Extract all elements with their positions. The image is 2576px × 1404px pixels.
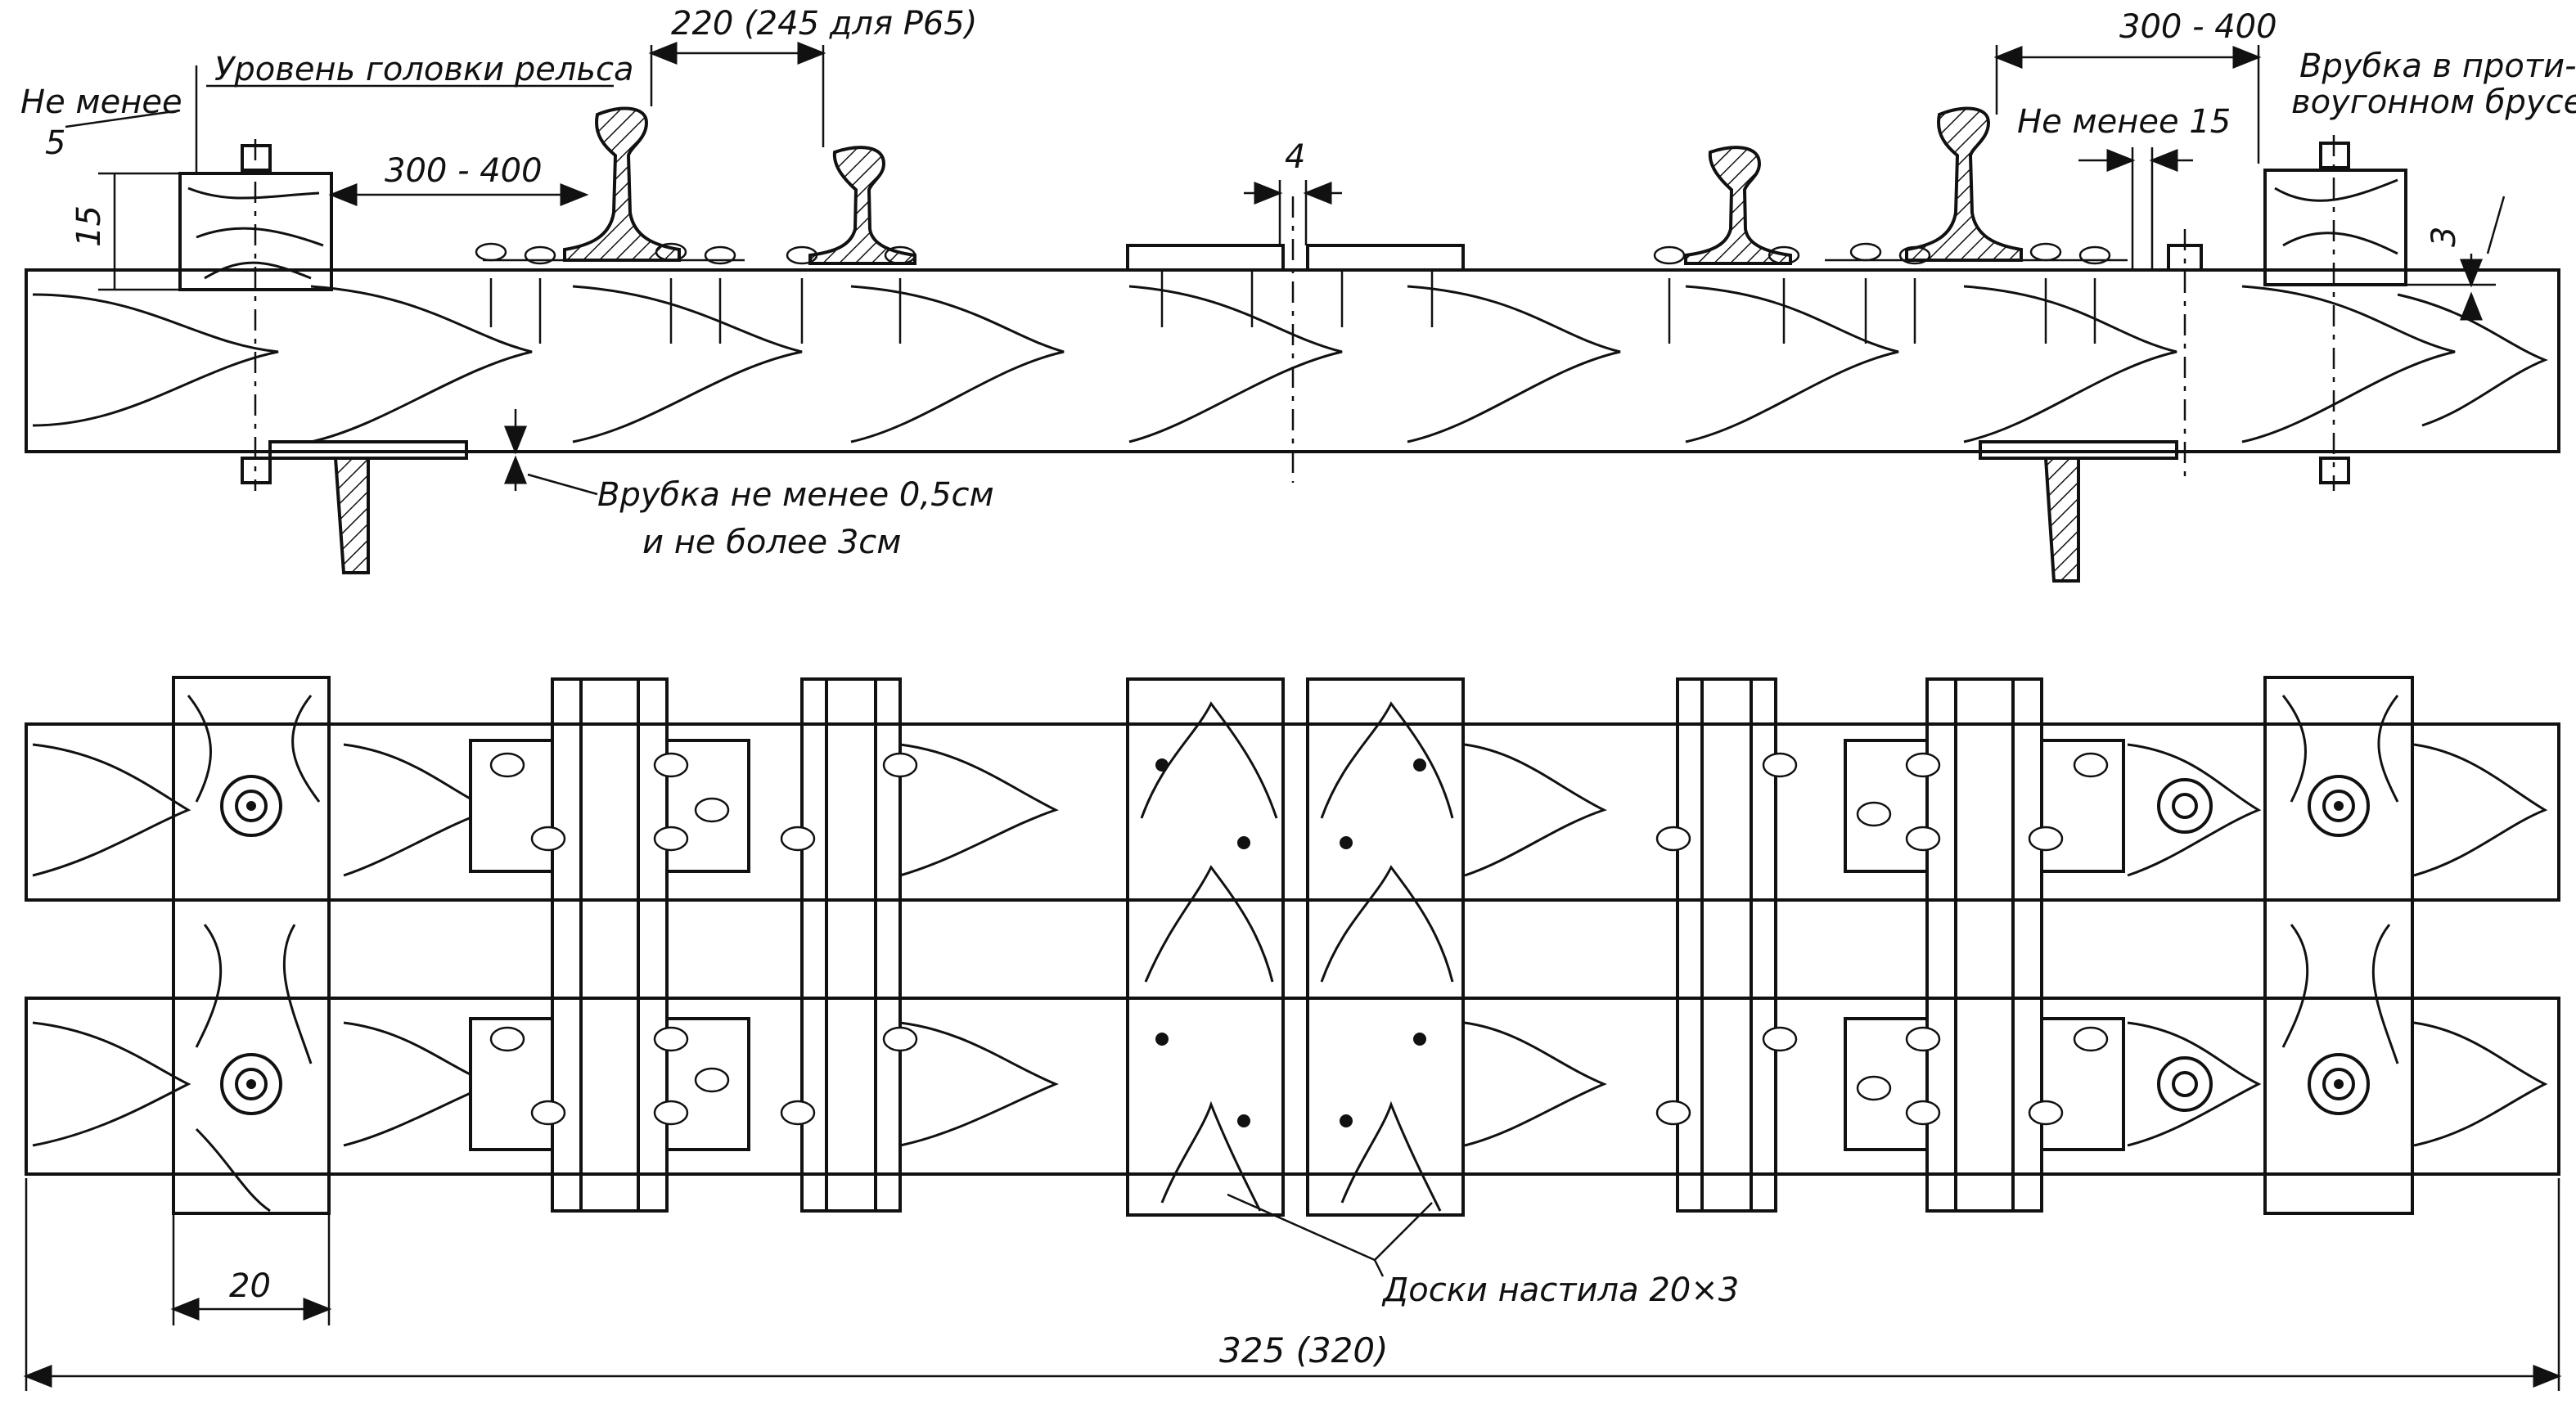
dim-4-label: 4 bbox=[1285, 138, 1305, 176]
notch-limits-label: Врубка не менее 0,5см bbox=[597, 476, 994, 514]
rail-profile-2 bbox=[808, 146, 916, 265]
svg-text:5: 5 bbox=[45, 124, 65, 162]
rail-profile-4 bbox=[1905, 106, 2023, 262]
plan-beam-lower bbox=[25, 997, 2560, 1176]
plan-view: 20 Доски настила 20×3 325 (320) bbox=[23, 676, 2562, 1391]
spikes-elevation bbox=[475, 242, 2128, 344]
wood-grain-elevation bbox=[32, 285, 2549, 443]
rail-plan-3 bbox=[1676, 677, 1777, 1213]
deck-board-top-left bbox=[1126, 244, 1285, 272]
min15-label: Не менее 15 bbox=[2017, 103, 2231, 141]
svg-text:воугонном брусе: воугонном брусе bbox=[2291, 83, 2576, 121]
svg-text:и не более 3см: и не более 3см bbox=[642, 524, 901, 561]
bolt-icon bbox=[220, 1053, 282, 1115]
guard-timber-plan-right bbox=[2263, 676, 2414, 1215]
guard-timber-right bbox=[2263, 169, 2407, 286]
rail-plan-1 bbox=[551, 677, 669, 1213]
rail-profile-1 bbox=[563, 106, 681, 262]
deck-board-top-right bbox=[1306, 244, 1465, 272]
rail-plan-2 bbox=[800, 677, 902, 1213]
rail-profile-3 bbox=[1684, 146, 1792, 265]
guard-timber-plan-left bbox=[172, 676, 331, 1215]
bolt-icon bbox=[2308, 775, 2370, 837]
bolt-icon bbox=[2157, 1056, 2213, 1112]
bolt-icon bbox=[220, 775, 282, 837]
angle-bracket-left bbox=[268, 440, 468, 574]
dim-220-label: 220 (245 для Р65) bbox=[671, 5, 977, 43]
dim-3-label: 3 bbox=[2425, 227, 2463, 247]
min5-label: Не менее bbox=[20, 83, 182, 121]
dim-300-400-right-label: 300 - 400 bbox=[2119, 8, 2277, 46]
dim-total-label: 325 (320) bbox=[1219, 1330, 1388, 1370]
rail-plan-4 bbox=[1925, 677, 2043, 1213]
bolt-icon bbox=[2157, 778, 2213, 834]
elevation-view: Не менее 5 Уровень головки рельса 220 (2… bbox=[20, 5, 2576, 583]
notch-guard-label: Врубка в проти- bbox=[2299, 47, 2576, 85]
deck-board-plan-left bbox=[1126, 677, 1285, 1217]
dim-15-left-label: 15 bbox=[70, 205, 108, 247]
bolt-icon bbox=[2308, 1053, 2370, 1115]
deck-boards-label: Доски настила 20×3 bbox=[1381, 1271, 1739, 1309]
rail-head-level-label: Уровень головки рельса bbox=[214, 51, 633, 88]
dim-300-400-left-label: 300 - 400 bbox=[385, 152, 543, 190]
plan-beam-upper bbox=[25, 722, 2560, 902]
deck-board-plan-right bbox=[1306, 677, 1465, 1217]
dim-20-label: 20 bbox=[229, 1267, 271, 1305]
angle-bracket-right bbox=[1979, 440, 2178, 583]
